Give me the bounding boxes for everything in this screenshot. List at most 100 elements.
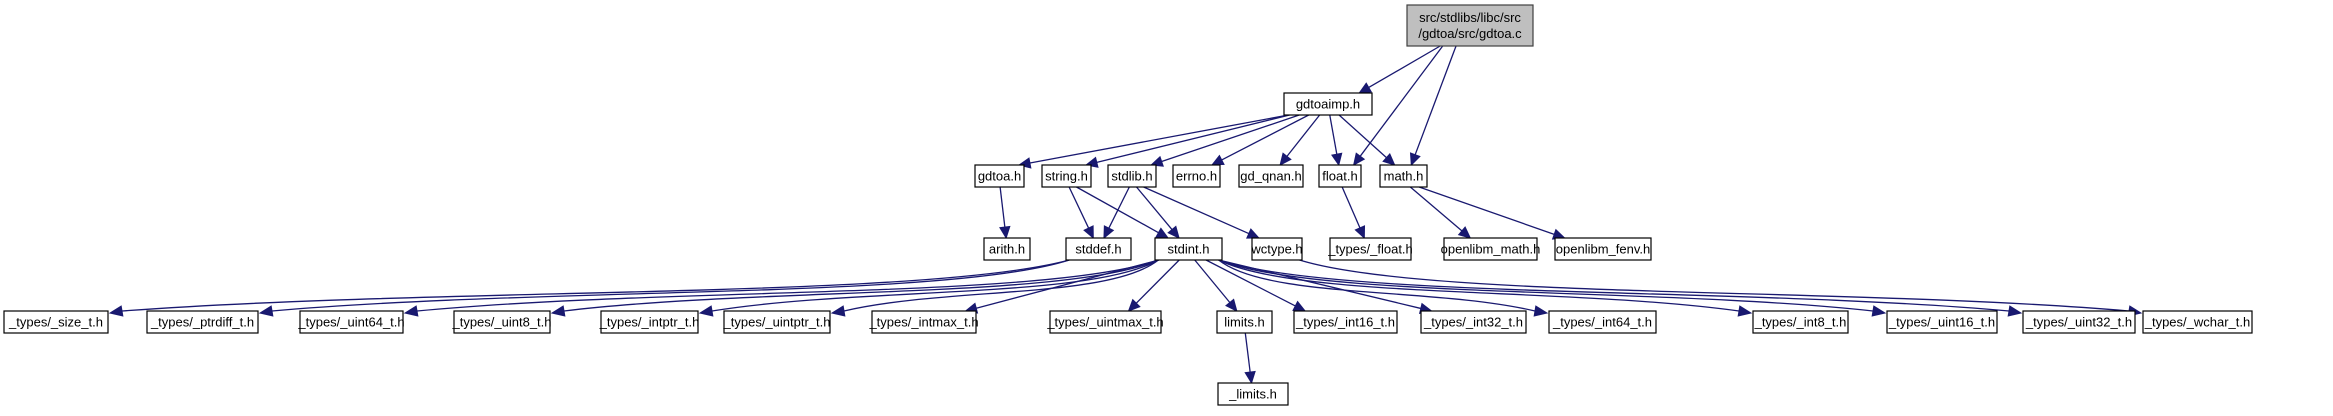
node-float[interactable]: float.h: [1318, 164, 1362, 188]
node-stdint[interactable]: stdint.h: [1154, 237, 1223, 261]
node-box[interactable]: [2022, 310, 2136, 334]
node-size-t[interactable]: _types/_size_t.h: [3, 310, 109, 334]
node-uint32-t[interactable]: _types/_uint32_t.h: [2022, 310, 2136, 334]
arrowhead-icon: [1457, 226, 1472, 239]
node-int8-t[interactable]: _types/_int8_t.h: [1752, 310, 1849, 334]
node-root[interactable]: src/stdlibs/libc/src/gdtoa/src/gdtoa.c: [1406, 4, 1534, 47]
node-label: gd_qnan.h: [1240, 169, 1301, 184]
node-box[interactable]: [1107, 164, 1157, 188]
node-box[interactable]: [1154, 237, 1223, 261]
arrowhead-icon: [1225, 298, 1238, 312]
node-limits[interactable]: limits.h: [1216, 310, 1273, 334]
edge-root-to-float: [1352, 45, 1444, 166]
node-box[interactable]: [1041, 164, 1092, 188]
node-wctype[interactable]: wctype.h: [1250, 237, 1303, 261]
node-errno[interactable]: errno.h: [1172, 164, 1221, 188]
node-box[interactable]: [146, 310, 259, 334]
node-limits[interactable]: _limits.h: [1217, 382, 1289, 406]
node-label: src/stdlibs/libc/src: [1419, 10, 1521, 25]
node-label: openlibm_math.h: [1441, 242, 1541, 257]
node-int64-t[interactable]: _types/_int64_t.h: [1548, 310, 1657, 334]
node-uintptr-t[interactable]: _types/_uintptr_t.h: [723, 310, 831, 334]
node-box[interactable]: [723, 310, 831, 334]
node-box[interactable]: [974, 164, 1025, 188]
node-box[interactable]: [600, 310, 699, 334]
node-box[interactable]: [1886, 310, 1998, 334]
node-box[interactable]: [1217, 382, 1289, 406]
node-box[interactable]: [1293, 310, 1398, 334]
edge-line: [1329, 114, 1338, 155]
node-box[interactable]: [1554, 237, 1652, 261]
node-box[interactable]: [1065, 237, 1132, 261]
node-openlibm-math[interactable]: openlibm_math.h: [1441, 237, 1541, 261]
node-gdtoa[interactable]: gdtoa.h: [974, 164, 1025, 188]
node-box[interactable]: [299, 310, 404, 334]
node-label: _types/_uint16_t.h: [1888, 315, 1995, 330]
node-label: _types/_int16_t.h: [1295, 315, 1395, 330]
edge-stdint-to-uint8_t: [550, 259, 1159, 317]
edge-gdtoaimp-to-math: [1338, 114, 1396, 166]
edge-gdtoaimp-to-float: [1329, 114, 1343, 167]
edge-line: [1108, 186, 1130, 229]
edge-stddef-to-size_t: [108, 259, 1070, 317]
node-box[interactable]: [1283, 92, 1373, 116]
node-box[interactable]: [1251, 237, 1303, 261]
arrowhead-icon: [1083, 225, 1094, 240]
node-box[interactable]: [983, 237, 1031, 261]
node-label: _types/_int64_t.h: [1552, 315, 1652, 330]
node-box[interactable]: [1752, 310, 1849, 334]
edge-line: [1299, 259, 2130, 312]
node-wchar-t[interactable]: _types/_wchar_t.h: [2142, 310, 2253, 334]
edges-layer: [108, 45, 2143, 385]
node-box[interactable]: [1329, 237, 1412, 261]
node-int16-t[interactable]: _types/_int16_t.h: [1293, 310, 1398, 334]
node-box[interactable]: [1238, 164, 1304, 188]
edge-line: [1359, 45, 1444, 157]
node-uintmax-t[interactable]: _types/_uintmax_t.h: [1046, 310, 1164, 334]
node-openlibm-fenv[interactable]: openlibm_fenv.h: [1554, 237, 1652, 261]
arrowhead-icon: [1244, 370, 1256, 385]
node-types-float[interactable]: _types/_float.h: [1327, 237, 1413, 261]
node-uint8-t[interactable]: _types/_uint8_t.h: [451, 310, 552, 334]
edge-stdint-to-int64_t: [1218, 259, 1549, 317]
node-ptrdiff-t[interactable]: _types/_ptrdiff_t.h: [146, 310, 259, 334]
node-uint64-t[interactable]: _types/_uint64_t.h: [297, 310, 405, 334]
node-stdlib[interactable]: stdlib.h: [1107, 164, 1157, 188]
node-label: _types/_wchar_t.h: [2144, 315, 2251, 330]
edge-root-to-math: [1409, 45, 1457, 167]
edge-stdint-to-limits: [1194, 259, 1238, 312]
node-box[interactable]: [1379, 164, 1428, 188]
node-box[interactable]: [1443, 237, 1538, 261]
node-gd-qnan[interactable]: gd_qnan.h: [1238, 164, 1304, 188]
edge-line: [1194, 259, 1231, 303]
edge-line: [1244, 332, 1251, 373]
node-box[interactable]: [3, 310, 109, 334]
node-intptr-t[interactable]: _types/_intptr_t.h: [599, 310, 700, 334]
edge-stdint-to-uint16_t: [1218, 259, 1887, 317]
edge-line: [1096, 114, 1290, 164]
node-box[interactable]: [1216, 310, 1273, 334]
node-stddef[interactable]: stddef.h: [1065, 237, 1132, 261]
node-box[interactable]: [1318, 164, 1362, 188]
node-arith[interactable]: arith.h: [983, 237, 1031, 261]
node-gdtoaimp[interactable]: gdtoaimp.h: [1283, 92, 1373, 116]
arrowhead-icon: [1127, 298, 1141, 312]
arrowhead-icon: [1210, 154, 1225, 166]
node-box[interactable]: [1049, 310, 1162, 334]
node-uint16-t[interactable]: _types/_uint16_t.h: [1886, 310, 1998, 334]
node-math[interactable]: math.h: [1379, 164, 1428, 188]
node-intmax-t[interactable]: _types/_intmax_t.h: [868, 310, 979, 334]
arrowhead-icon: [1279, 152, 1292, 166]
node-box[interactable]: [1548, 310, 1657, 334]
arrowhead-icon: [1103, 225, 1115, 240]
node-box[interactable]: [1420, 310, 1527, 334]
node-label: _types/_uint32_t.h: [2025, 315, 2132, 330]
node-box[interactable]: [1406, 4, 1534, 47]
node-box[interactable]: [453, 310, 551, 334]
node-box[interactable]: [871, 310, 977, 334]
node-box[interactable]: [1172, 164, 1221, 188]
node-int32-t[interactable]: _types/_int32_t.h: [1420, 310, 1527, 334]
node-string[interactable]: string.h: [1041, 164, 1092, 188]
node-box[interactable]: [2142, 310, 2253, 334]
node-label: arith.h: [989, 242, 1025, 257]
